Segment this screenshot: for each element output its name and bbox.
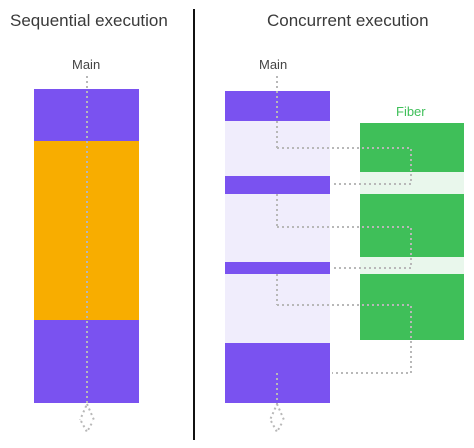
main-thread-label-sequential: Main: [72, 57, 101, 72]
context-switch-connector: [277, 304, 412, 374]
sequential-timeline: [34, 76, 139, 435]
main-thread-label-concurrent: Main: [259, 57, 288, 72]
concurrent-timeline: [225, 76, 464, 435]
context-switch-connector: [277, 147, 412, 185]
main-thread-line: [79, 76, 95, 435]
fiber-label: Fiber: [396, 104, 426, 119]
fiber-idle-region: [360, 257, 464, 274]
main-task-block: [225, 176, 330, 194]
fiber-idle-region: [360, 172, 464, 194]
context-switch-connector: [277, 226, 412, 269]
blocking-task-block: [34, 141, 139, 320]
main-thread-line: [269, 373, 285, 435]
main-task-block: [225, 262, 330, 274]
fiber-task-block: [360, 194, 464, 257]
section-divider: [193, 9, 195, 440]
concurrent-execution-title: Concurrent execution: [267, 11, 429, 30]
main-idle-region: [225, 121, 330, 343]
sequential-execution-title: Sequential execution: [10, 11, 168, 30]
